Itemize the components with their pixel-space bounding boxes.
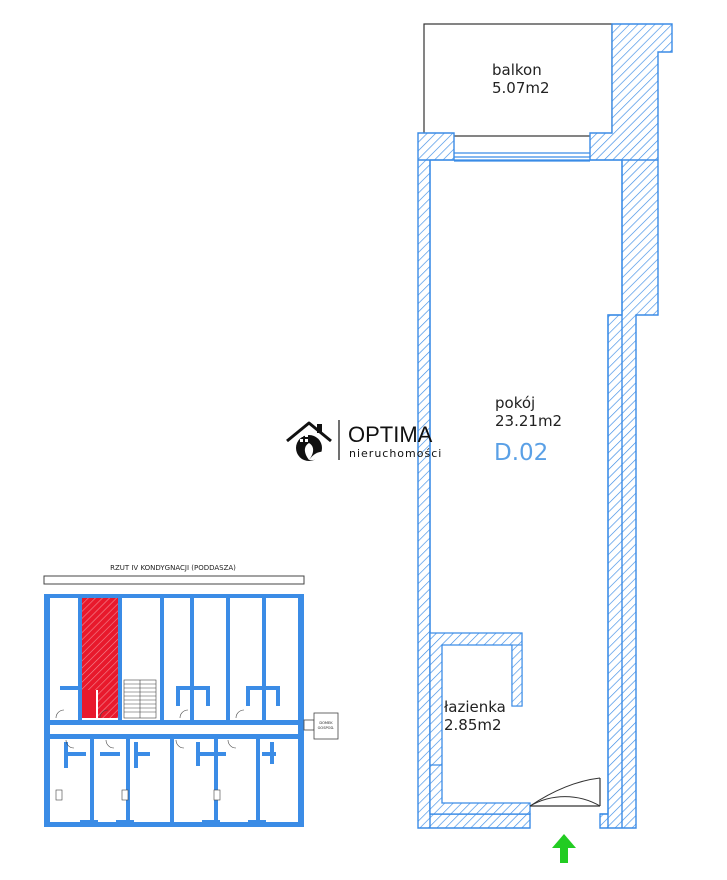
balcony-area: 5.07m2 — [492, 79, 550, 97]
unit-code: D.02 — [494, 440, 548, 466]
entrance-arrow-icon — [552, 834, 576, 863]
key-plan-title: RZUT IV KONDYGNACJI (PODDASZA) — [110, 564, 236, 572]
entrance-door — [529, 777, 601, 807]
company-logo: OPTIMA nieruchomości — [286, 420, 442, 461]
balcony-name: balkon — [492, 61, 542, 79]
bathroom-name: łazienka — [444, 698, 506, 716]
house-icon — [286, 421, 332, 461]
bathroom-area: 2.85m2 — [444, 716, 502, 734]
room-area: 23.21m2 — [495, 412, 562, 430]
logo-name: OPTIMA — [348, 422, 433, 447]
annex-label-line2: GOSPOD. — [318, 726, 335, 730]
balcony-outline — [423, 23, 613, 137]
annex-label-line1: DOMEK — [319, 721, 333, 725]
door-swing-icon — [529, 796, 601, 807]
key-plan-walls — [44, 594, 304, 827]
key-plan-highlighted-unit — [82, 598, 118, 718]
room-name: pokój — [495, 394, 535, 412]
logo-tagline: nieruchomości — [349, 447, 442, 460]
key-plan-annex: DOMEK GOSPOD. — [303, 712, 339, 740]
unit-plan: balkon 5.07m2 pokój 23.21m2 D.02 łazienk… — [417, 23, 673, 863]
key-plan-stairs — [123, 679, 157, 719]
key-plan: RZUT IV KONDYGNACJI (PODDASZA) — [43, 564, 339, 827]
